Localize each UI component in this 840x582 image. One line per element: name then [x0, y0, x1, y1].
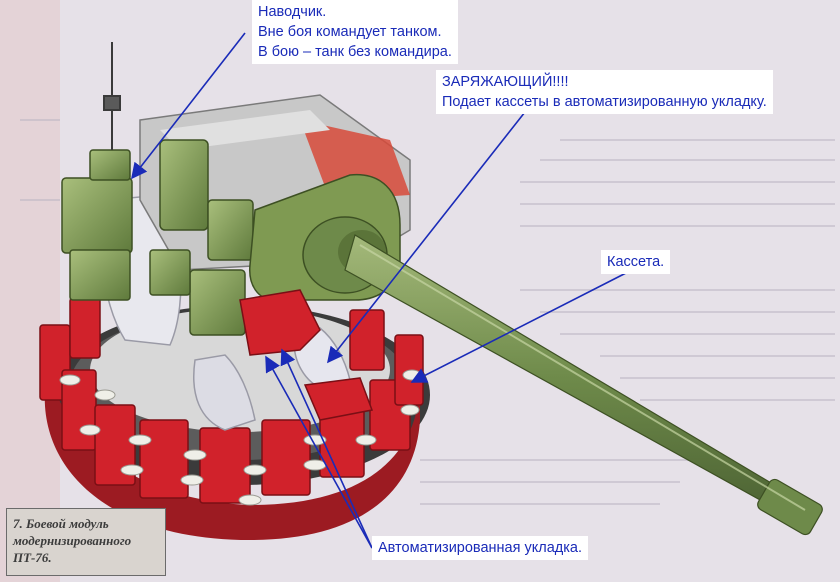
cassette-in-feed [239, 289, 374, 421]
gunner-callout: Наводчик. Вне боя командует танком. В бо… [252, 0, 458, 64]
loader-callout-line: ЗАРЯЖАЮЩИЙ!!!! [442, 74, 569, 90]
gunner-callout-line: Вне боя командует танком. [258, 24, 442, 40]
storage-callout-line: Автоматизированная укладка. [378, 540, 582, 556]
antenna [103, 42, 121, 150]
storage-arrow-1 [280, 348, 373, 549]
main-gun-barrel [344, 234, 823, 536]
cassette-arrow [410, 272, 627, 383]
cassette-callout: Кассета. [601, 250, 671, 274]
gunner-arrow [131, 32, 246, 180]
loader-callout: ЗАРЯЖАЮЩИЙ!!!! Подает кассеты в автомати… [436, 70, 773, 114]
storage-arrow-2 [265, 355, 373, 549]
loader-arrow [327, 111, 526, 364]
automated-storage-ring [39, 297, 424, 540]
figure-caption: 7. Боевой модуль модернизированного ПТ-7… [6, 508, 166, 576]
caption-line: 7. Боевой модуль [13, 516, 109, 531]
gunner-callout-line: В бою – танк без командира. [258, 44, 452, 60]
gunner-callout-line: Наводчик. [258, 4, 327, 20]
callout-arrows [131, 32, 627, 549]
caption-line: ПТ-76. [13, 550, 52, 565]
caption-line: модернизированного [13, 533, 132, 548]
gunner-equipment-boxes [61, 139, 254, 336]
storage-callout: Автоматизированная укладка. [372, 536, 588, 560]
cassette-callout-line: Кассета. [607, 254, 665, 270]
loader-callout-line: Подает кассеты в автоматизированную укла… [442, 94, 767, 110]
